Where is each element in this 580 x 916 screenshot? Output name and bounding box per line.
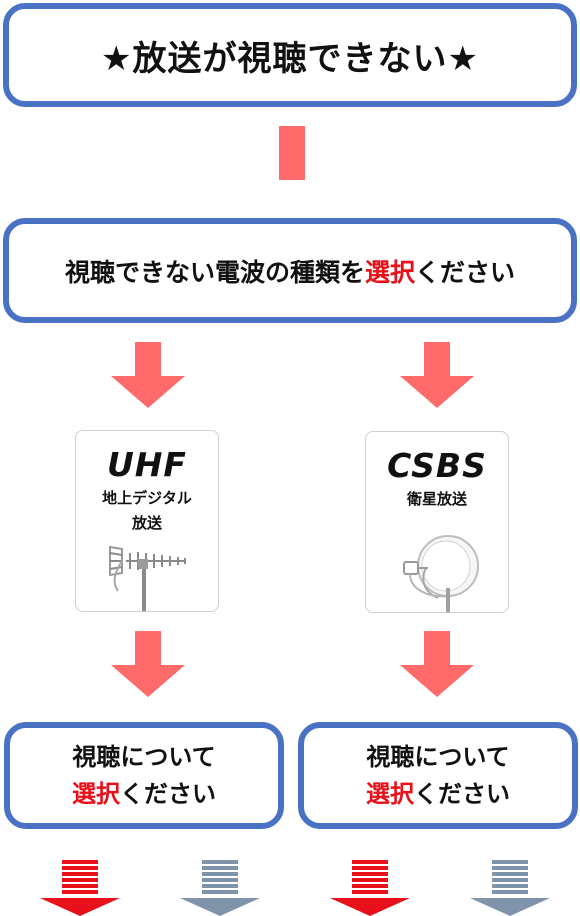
title-box: ★放送が視聴できない★ <box>3 3 577 107</box>
connector-bar <box>279 126 305 180</box>
question-prefix: 視聴できない電波の種類を <box>64 257 365 287</box>
gray-striped-arrow-2 <box>470 860 550 916</box>
down-arrow-uhf <box>111 631 185 697</box>
csbs-option-card[interactable]: CSBS 衛星放送 <box>365 431 509 613</box>
uhf-subtitle-line2: 放送 <box>131 514 162 532</box>
uhf-option-card[interactable]: UHF 地上デジタル 放送 <box>75 430 219 612</box>
uhf-subtitle-line1: 地上デジタル <box>102 489 192 507</box>
csbs-select-line2: 選択ください <box>366 776 510 813</box>
csbs-select-highlight: 選択 <box>366 779 414 808</box>
question-suffix: ください <box>415 257 516 287</box>
question-text: 視聴できない電波の種類を選択ください <box>65 253 515 289</box>
red-striped-arrow-2 <box>330 860 410 916</box>
gray-striped-arrow-1 <box>180 860 260 916</box>
csbs-select-line1: 視聴について <box>366 742 510 771</box>
question-box: 視聴できない電波の種類を選択ください <box>3 218 577 323</box>
satellite-dish-icon <box>403 535 479 612</box>
uhf-select-box[interactable]: 視聴について 選択ください <box>4 722 284 829</box>
uhf-antenna-icon <box>109 545 186 611</box>
uhf-select-text: 視聴について 選択ください <box>72 739 216 813</box>
uhf-label: UHF <box>107 445 187 484</box>
csbs-select-box[interactable]: 視聴について 選択ください <box>298 722 578 829</box>
uhf-select-suffix: ください <box>120 779 216 808</box>
csbs-label: CSBS <box>387 446 487 485</box>
down-arrow-left <box>111 342 185 408</box>
red-striped-arrow-1 <box>40 860 120 916</box>
page-title: ★放送が視聴できない★ <box>101 38 479 79</box>
csbs-select-suffix: ください <box>414 779 510 808</box>
uhf-select-line2: 選択ください <box>72 776 216 813</box>
down-arrow-csbs <box>400 631 474 697</box>
csbs-subtitle: 衛星放送 <box>406 490 467 508</box>
csbs-select-text: 視聴について 選択ください <box>366 739 510 813</box>
question-highlight: 選択 <box>364 257 415 287</box>
down-arrow-right <box>400 342 474 408</box>
uhf-select-line1: 視聴について <box>72 742 216 771</box>
uhf-select-highlight: 選択 <box>72 779 120 808</box>
